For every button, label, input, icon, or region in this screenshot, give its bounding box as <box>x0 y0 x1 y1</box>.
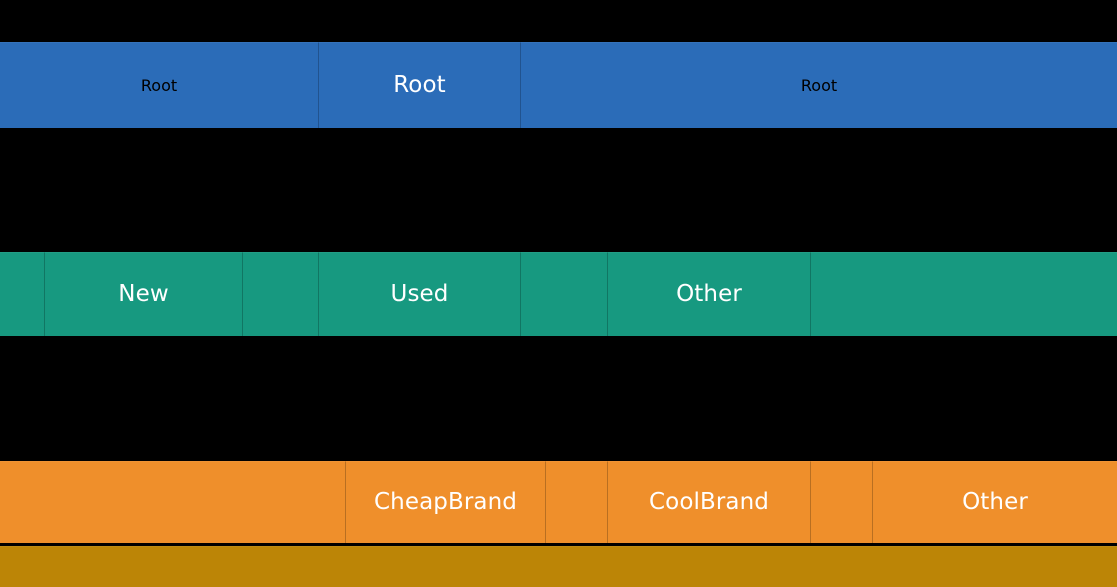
node-label: New <box>118 281 169 307</box>
node-coolbrand[interactable]: CoolBrand <box>607 461 810 543</box>
node-cheapbrand[interactable]: CheapBrand <box>345 461 545 543</box>
node-unlabeled[interactable] <box>0 252 44 336</box>
node-unlabeled[interactable] <box>520 252 607 336</box>
node-label: Other <box>676 281 742 307</box>
node-label: Other <box>962 489 1028 515</box>
node-label: Root <box>393 72 446 98</box>
node-label: CoolBrand <box>649 489 769 515</box>
node-unlabeled[interactable] <box>0 461 345 543</box>
level-band-leaf-level <box>0 546 1117 587</box>
node-new[interactable]: New <box>44 252 242 336</box>
node-unlabeled[interactable] <box>810 461 872 543</box>
level-band-condition-level: New Used Other <box>0 252 1117 336</box>
node-unlabeled[interactable] <box>545 461 607 543</box>
level-band-root-level: Root Root Root <box>0 42 1117 128</box>
node-label: Used <box>390 281 449 307</box>
node-unlabeled[interactable]: Root <box>520 42 1117 128</box>
node-used[interactable]: Used <box>318 252 520 336</box>
node-unlabeled[interactable]: Root <box>0 42 318 128</box>
node-unlabeled[interactable] <box>242 252 318 336</box>
node-other[interactable]: Other <box>872 461 1117 543</box>
node-other[interactable]: Other <box>607 252 810 336</box>
node-root[interactable]: Root <box>318 42 520 128</box>
node-label: CheapBrand <box>374 489 517 515</box>
node-unlabeled[interactable] <box>0 546 1117 587</box>
node-unlabeled[interactable] <box>810 252 1117 336</box>
level-band-brand-level: CheapBrand CoolBrand Other <box>0 461 1117 543</box>
